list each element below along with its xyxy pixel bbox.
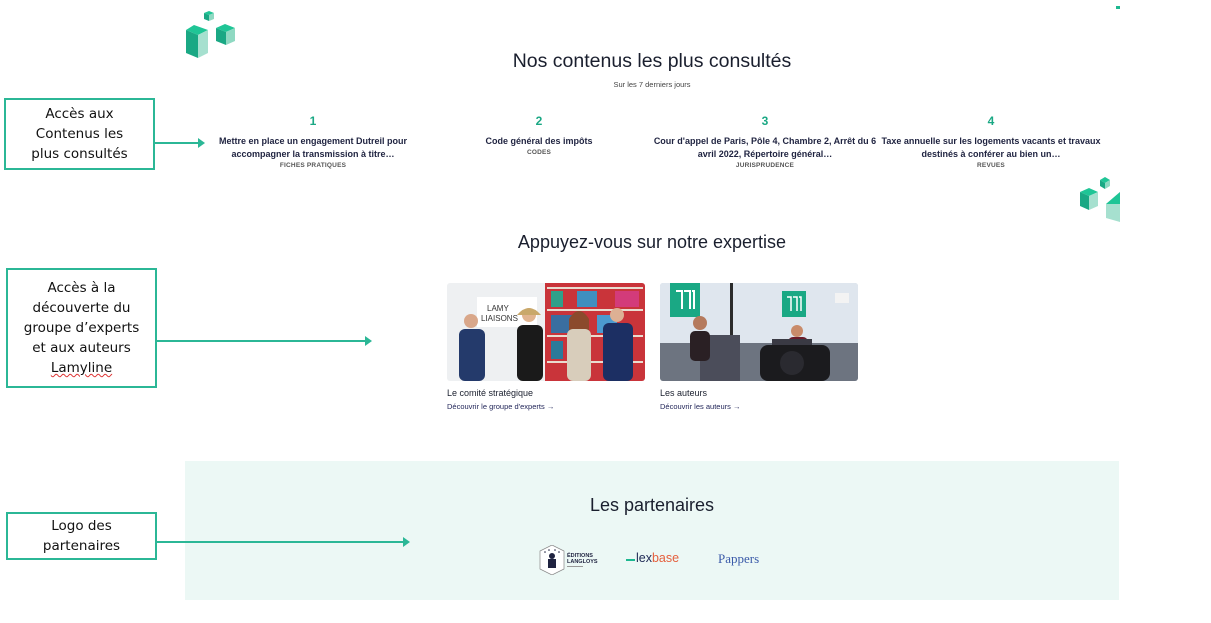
content-title-link[interactable]: Code général des impôts: [485, 136, 593, 146]
committee-photo[interactable]: LAMY LIAISONS: [447, 283, 645, 381]
annotation-arrow-2: [157, 336, 372, 346]
content-title-link[interactable]: Cour d'appel de Paris, Pôle 4, Chambre 2…: [653, 136, 877, 159]
annotation-line: découverte du: [32, 300, 131, 316]
annotation-partners: Logo des partenaires: [6, 512, 157, 560]
rank-number: 2: [535, 114, 543, 128]
top-content-item-4[interactable]: 4 Taxe annuelle sur les logements vacant…: [878, 114, 1104, 169]
discover-experts-link-text[interactable]: Découvrir le groupe d'experts: [447, 402, 545, 411]
annotation-arrow-1: [155, 138, 205, 148]
top-content-item-3[interactable]: 3 Cour d'appel de Paris, Pôle 4, Chambre…: [652, 114, 878, 169]
top-contents-subtitle: Sur les 7 derniers jours: [613, 80, 691, 89]
card-strategic-committee[interactable]: LAMY LIAISONS Le comité stratégique Déco…: [447, 283, 645, 411]
rank-number: 1: [309, 114, 317, 128]
content-category: FICHES PRATIQUES: [279, 162, 347, 169]
rank-number: 3: [761, 114, 769, 128]
langloys-line1: ÉDITIONS: [567, 551, 593, 559]
partners-section: Les partenaires ÉDITIONS LANGLOYS lexbas…: [185, 461, 1119, 600]
partner-logo-pappers[interactable]: Pappers: [718, 551, 760, 566]
authors-photo[interactable]: [660, 283, 858, 381]
svg-text:LAMY: LAMY: [487, 304, 509, 313]
discover-authors-link-text[interactable]: Découvrir les auteurs: [660, 402, 731, 411]
lexbase-part1: lex: [636, 551, 652, 565]
annotation-line: Lamyline: [50, 360, 113, 376]
content-title-link[interactable]: Taxe annuelle sur les logements vacants …: [881, 136, 1101, 159]
annotation-line: plus consultés: [31, 146, 128, 162]
lexbase-bar-icon: [626, 559, 635, 561]
card-title: Le comité stratégique: [447, 388, 534, 398]
card-authors[interactable]: Les auteurs Découvrir les auteurs →: [660, 283, 858, 411]
annotation-expertise: Accès à la découverte du groupe d’expert…: [6, 268, 157, 388]
discover-authors-link[interactable]: Découvrir les auteurs →: [660, 402, 858, 411]
rank-number: 4: [987, 114, 995, 128]
partners-title: Les partenaires: [589, 495, 715, 515]
annotation-line: Accès à la: [47, 280, 116, 296]
annotation-top-contents: Accès aux Contenus les plus consultés: [4, 98, 155, 170]
top-contents-title: Nos contenus les plus consultés: [512, 50, 792, 72]
expertise-title: Appuyez-vous sur notre expertise: [517, 232, 787, 252]
annotation-line: Contenus les: [35, 126, 124, 142]
annotation-line: partenaires: [42, 538, 121, 554]
arrow-right-icon: →: [546, 402, 555, 411]
discover-experts-link[interactable]: Découvrir le groupe d'experts →: [447, 402, 645, 411]
lexbase-part2: base: [651, 551, 680, 565]
content-title-link[interactable]: Mettre en place un engagement Dutreil po…: [218, 136, 408, 159]
annotation-line: Accès aux: [45, 106, 114, 122]
partner-logo-lexbase[interactable]: lexbase: [626, 551, 679, 565]
content-category: REVUES: [977, 162, 1005, 169]
card-title: Les auteurs: [660, 388, 708, 398]
content-category: CODES: [526, 149, 552, 156]
partner-logo-langloys[interactable]: ÉDITIONS LANGLOYS: [539, 544, 601, 576]
arrow-right-icon: →: [732, 402, 741, 411]
annotation-arrow-3: [157, 537, 410, 547]
top-content-item-1[interactable]: 1 Mettre en place un engagement Dutreil …: [200, 114, 426, 169]
svg-text:LIAISONS: LIAISONS: [481, 314, 518, 323]
annotation-line: groupe d’experts: [23, 320, 140, 336]
cubes-decoration-icon: [1080, 177, 1120, 222]
langloys-line2: LANGLOYS: [567, 559, 598, 565]
content-category: JURISPRUDENCE: [735, 162, 795, 169]
annotation-line: et aux auteurs: [32, 340, 131, 356]
decorative-mark: [1116, 6, 1120, 9]
cubes-logo-icon: [186, 11, 235, 58]
top-content-item-2[interactable]: 2 Code général des impôts CODES: [426, 114, 652, 156]
annotation-line: Logo des: [51, 518, 112, 534]
